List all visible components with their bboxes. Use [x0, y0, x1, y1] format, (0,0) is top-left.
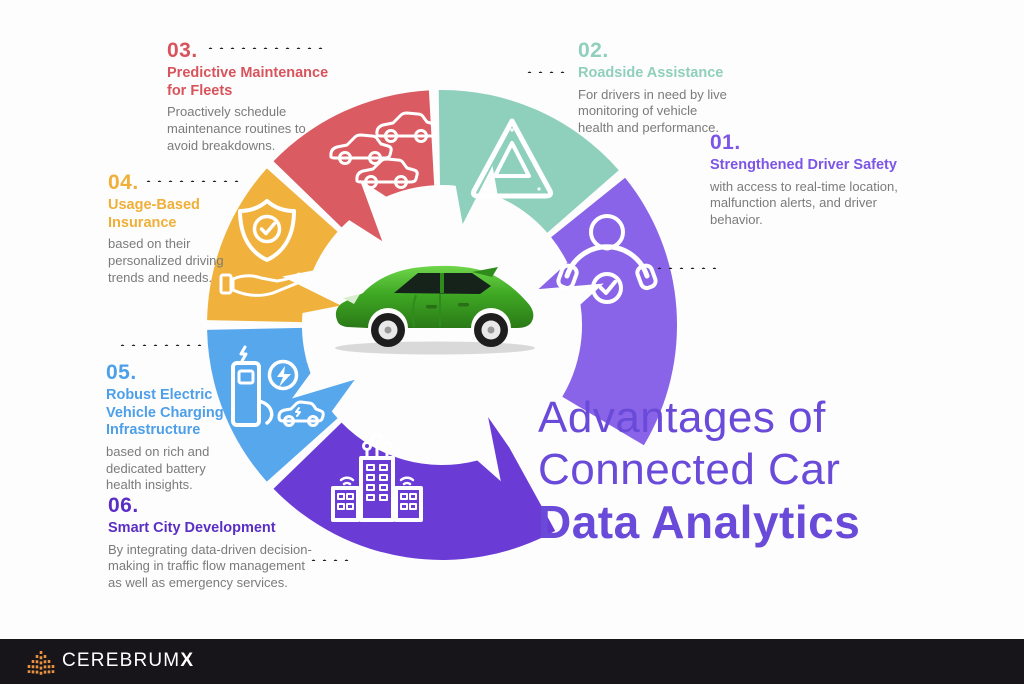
- ev-charging-icon: [231, 345, 325, 427]
- section-body: based on rich and dedicated battery heal…: [106, 444, 210, 493]
- driver-safety-icon: [556, 214, 658, 304]
- connector-06-h: [306, 556, 352, 561]
- smart-city-icon: [331, 433, 423, 522]
- section-body: based on their personalized driving tren…: [108, 236, 224, 285]
- section-number: 04.: [108, 171, 139, 194]
- section-number: 02.: [578, 39, 609, 62]
- section-number: 01.: [710, 131, 741, 154]
- ring-segment-02: [438, 89, 619, 233]
- section-body: By integrating data-driven decision-maki…: [108, 541, 312, 590]
- brand-text: CEREBRUM: [62, 650, 181, 671]
- section-body: Proactively schedule maintenance routine…: [167, 104, 306, 153]
- title-line-3: Data Analytics: [538, 496, 861, 548]
- title-line-2: Connected Car: [538, 445, 841, 494]
- car-headlight: [343, 294, 360, 304]
- section-driver-safety: 01. Strengthened Driver Safety with acce…: [710, 132, 902, 229]
- brand-text-bold: X: [180, 650, 195, 671]
- connector-05-h: [115, 341, 205, 346]
- warning-triangle-icon: [471, 118, 553, 199]
- advantages-ring: [207, 89, 678, 560]
- ring-segment-01: [538, 177, 678, 446]
- car-shadow: [335, 341, 535, 355]
- connector-02-v: [524, 73, 529, 123]
- section-heading: Predictive Maintenance for Fleets: [167, 65, 329, 99]
- page-title: Advantages of Connected Car Data Analyti…: [538, 392, 860, 548]
- green-car-image: [335, 265, 535, 355]
- connector-03-v: [320, 49, 325, 131]
- connector-04-v: [229, 182, 234, 232]
- section-body: For drivers in need by live monitoring o…: [578, 86, 727, 135]
- section-number: 06.: [108, 494, 139, 517]
- connector-01-h: [652, 264, 716, 269]
- section-heading: Strengthened Driver Safety: [710, 157, 897, 173]
- ring-segment-04: [207, 168, 341, 323]
- car-rear-wheel: [474, 313, 508, 347]
- ring-segments: [207, 89, 678, 560]
- car-spoiler: [472, 267, 498, 277]
- connector-06-v: [342, 532, 347, 560]
- title-line-1: Advantages of: [538, 393, 826, 442]
- car-door-handle: [458, 303, 469, 307]
- connector-04-h: [141, 177, 241, 182]
- connector-03-h: [203, 44, 329, 49]
- section-smart-city: 06. Smart City Development By integratin…: [108, 495, 320, 592]
- connector-01-v: [709, 228, 714, 268]
- section-roadside-assistance: 02. Roadside Assistance For drivers in n…: [578, 40, 730, 137]
- insurance-icon: [219, 199, 305, 297]
- section-number: 03.: [167, 39, 198, 62]
- footer-bar: CEREBRUMX: [0, 639, 1024, 684]
- ring-segment-03: [273, 90, 435, 242]
- section-ev-charging: 05. Robust Electric Vehicle Charging Inf…: [106, 362, 234, 494]
- connector-05-v: [116, 346, 121, 364]
- section-heading: Usage-Based Insurance: [108, 197, 200, 231]
- section-heading: Roadside Assistance: [578, 65, 724, 81]
- fleet-cars-icon: [329, 111, 439, 189]
- connector-02-h: [522, 68, 568, 73]
- section-number: 05.: [106, 361, 137, 384]
- car-door-handle: [426, 305, 437, 309]
- section-body: with access to real-time location, malfu…: [710, 178, 898, 227]
- section-heading: Smart City Development: [108, 520, 276, 536]
- cerebrumx-logo-icon: [27, 651, 55, 675]
- car-door-seams: [411, 294, 441, 328]
- section-predictive-maintenance: 03. Predictive Maintenance for Fleets Pr…: [167, 40, 329, 154]
- section-usage-based-insurance: 04. Usage-Based Insurance based on their…: [108, 172, 224, 286]
- brand-name: CEREBRUMX: [62, 650, 194, 672]
- section-heading: Robust Electric Vehicle Charging Infrast…: [106, 387, 224, 439]
- car-front-wheel: [371, 313, 405, 347]
- ring-segment-05: [207, 327, 355, 482]
